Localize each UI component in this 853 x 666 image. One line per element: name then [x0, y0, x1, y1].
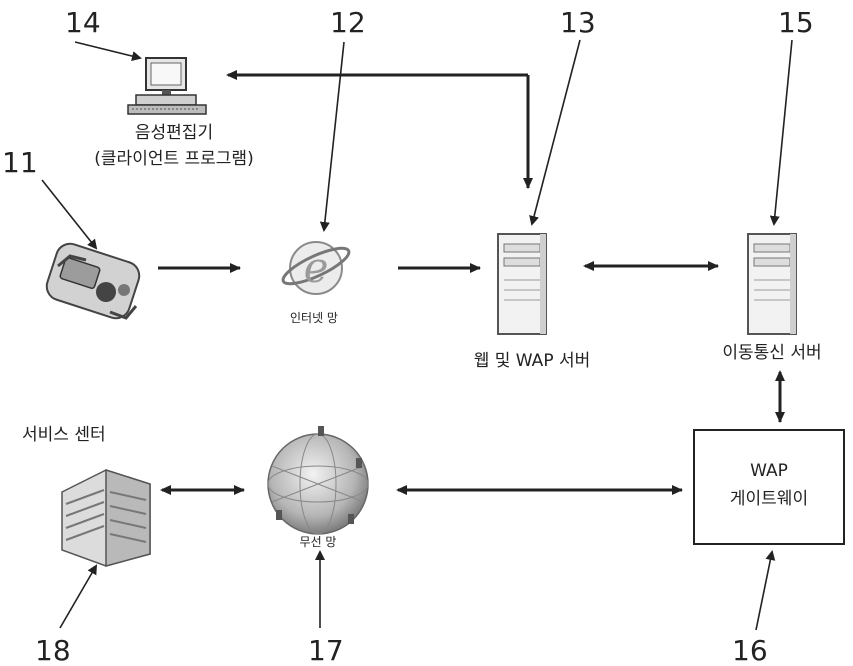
internet-network-label: 인터넷 망 — [290, 311, 338, 325]
server-tower-icon — [747, 233, 797, 335]
handheld-device-icon — [45, 242, 141, 320]
wireless-network-label: 무선 망 — [300, 535, 337, 549]
ref-15: 15 — [778, 6, 814, 39]
voice-editor-sublabel: (클라이언트 프로그램) — [94, 149, 253, 169]
svg-text:e: e — [304, 243, 329, 292]
ref-17: 17 — [308, 634, 344, 666]
leader-15 — [769, 39, 793, 226]
ref-16: 16 — [732, 634, 768, 666]
wap-gateway-box — [693, 429, 845, 545]
ref-13: 13 — [560, 6, 596, 39]
leader-13 — [529, 39, 581, 226]
wap-gateway-sublabel: 게이트웨이 — [730, 489, 808, 509]
web-wap-server-label: 웹 및 WAP 서버 — [474, 351, 591, 371]
wireless-globe-icon — [267, 426, 369, 535]
ref-11: 11 — [2, 146, 38, 179]
ref-18: 18 — [35, 634, 71, 666]
leader-18 — [59, 564, 98, 629]
internet-explorer-icon: e — [281, 241, 351, 295]
leader-11 — [41, 179, 98, 250]
leader-14 — [74, 41, 142, 61]
leader-16 — [755, 550, 776, 631]
mobile-server-label: 이동통신 서버 — [722, 343, 821, 363]
voice-editor-label: 음성편집기 — [135, 123, 213, 143]
ref-12: 12 — [330, 6, 366, 39]
leader-12 — [319, 41, 345, 232]
server-tower-icon — [497, 233, 547, 335]
building-icon — [61, 468, 151, 567]
wap-gateway-label: WAP — [750, 461, 788, 481]
computer-icon — [127, 57, 207, 115]
ref-14: 14 — [65, 6, 101, 39]
service-center-label: 서비스 센터 — [22, 425, 106, 445]
